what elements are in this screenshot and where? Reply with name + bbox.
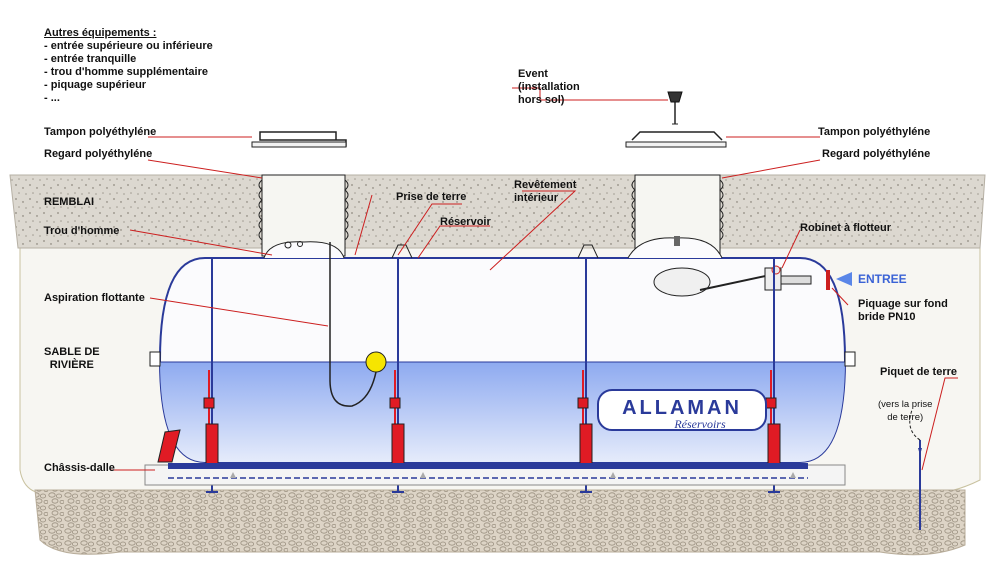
equipment-item: - ... bbox=[44, 92, 60, 104]
label-chassis: Châssis-dalle bbox=[44, 462, 115, 474]
support-pylon bbox=[203, 258, 219, 493]
label-tampon-left: Tampon polyéthyléne bbox=[44, 126, 157, 138]
aspiration-flottante bbox=[329, 242, 387, 407]
concrete-marks bbox=[230, 472, 796, 478]
label-regard-right: Regard polyéthyléne bbox=[822, 148, 931, 160]
label-remblai: REMBLAI bbox=[44, 196, 95, 208]
tampon-left bbox=[251, 131, 347, 148]
label-regard-left: Regard polyéthyléne bbox=[44, 148, 153, 160]
equipment-item: - piquage supérieur bbox=[44, 79, 147, 91]
regard-left bbox=[258, 174, 349, 257]
equipment-list: Autres équipements : - entrée supérieure… bbox=[44, 27, 213, 105]
label-sable: SABLE DE RIVIÈRE bbox=[44, 346, 100, 371]
piquet-de-terre bbox=[909, 409, 922, 530]
remblai-layer bbox=[9, 174, 986, 257]
float-valve bbox=[653, 265, 830, 297]
label-entree: ENTREE bbox=[858, 272, 907, 286]
label-aspiration: Aspiration flottante bbox=[44, 292, 145, 304]
event-vent bbox=[667, 91, 683, 125]
label-revetement: Revêtement intérieur bbox=[514, 179, 577, 204]
chassis-dalle bbox=[144, 429, 846, 486]
gravel-layer bbox=[34, 489, 966, 556]
label-prise-de-terre: Prise de terre bbox=[396, 191, 467, 203]
equipment-item: - entrée supérieure ou inférieure bbox=[44, 40, 213, 52]
svg-text:ALLAMAN: ALLAMAN bbox=[622, 397, 742, 419]
entree-arrow bbox=[836, 272, 852, 286]
label-trou-homme: Trou d'homme bbox=[44, 225, 120, 237]
label-robinet: Robinet à flotteur bbox=[800, 222, 892, 234]
equipment-item: - entrée tranquille bbox=[44, 53, 137, 65]
support-pylon bbox=[389, 258, 405, 493]
leader-lines bbox=[110, 87, 958, 471]
svg-text:Réservoirs: Réservoirs bbox=[673, 417, 726, 431]
support-pylons bbox=[203, 258, 781, 493]
label-piquage: Piquage sur fond bride PN10 bbox=[858, 298, 948, 323]
equipment-title: Autres équipements : bbox=[44, 27, 157, 39]
equipment-item: - trou d'homme supplémentaire bbox=[44, 66, 208, 78]
label-piquet: Piquet de terre bbox=[880, 366, 958, 378]
label-reservoir: Réservoir bbox=[440, 216, 491, 228]
tampon-right bbox=[625, 131, 727, 148]
support-pylon bbox=[765, 258, 781, 493]
allaman-logo: ALLAMAN Réservoirs bbox=[597, 389, 767, 431]
label-piquet-note: (vers la prise de terre) bbox=[878, 399, 933, 423]
label-tampon-right: Tampon polyéthyléne bbox=[818, 126, 931, 138]
label-event: Event (installation hors sol) bbox=[518, 68, 580, 106]
